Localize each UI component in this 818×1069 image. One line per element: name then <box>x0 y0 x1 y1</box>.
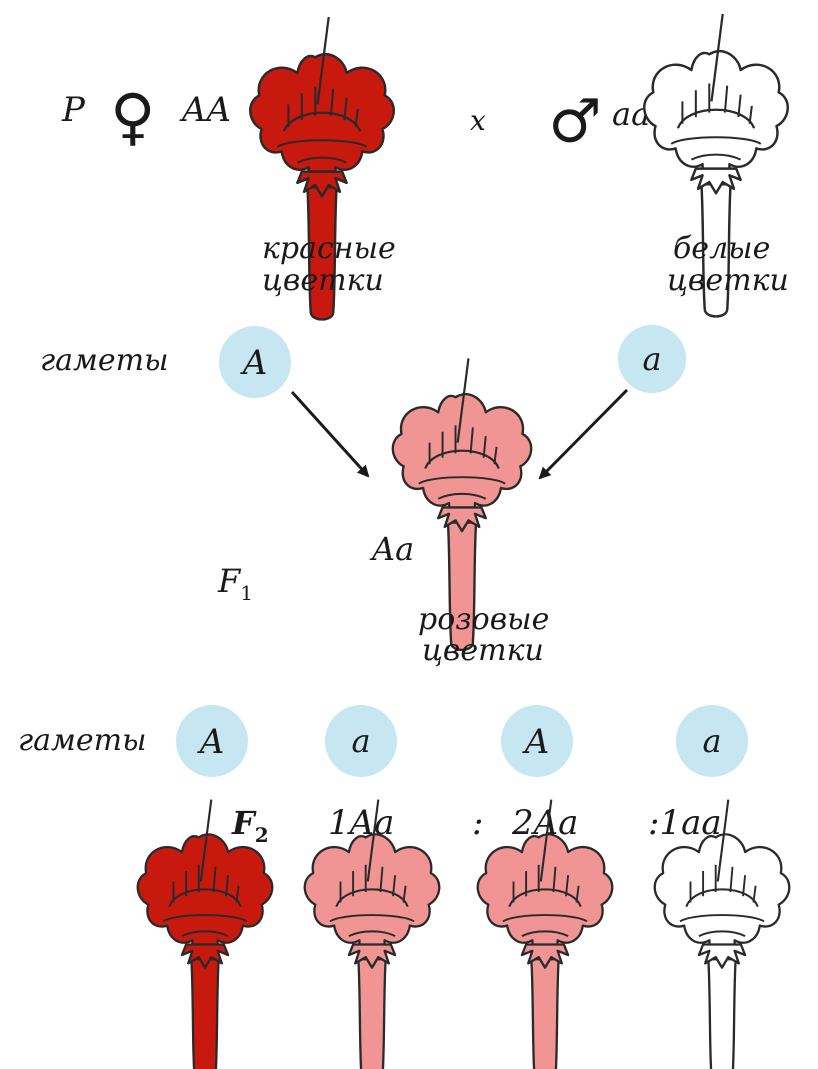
flower-collar <box>691 169 740 194</box>
gamete-allele: a <box>351 722 370 760</box>
red-flower-caption-line2: цветки <box>262 263 384 298</box>
gamete-allele: A <box>240 343 268 383</box>
female-genotype: AA <box>179 90 231 130</box>
gametes-label-row1: гаметы <box>40 343 169 378</box>
f2-ratio-item: : <box>472 803 483 843</box>
white-flower-caption-line1: белые <box>673 231 770 266</box>
f2-label-subscript: 2 <box>255 823 269 847</box>
parent-generation-label: P <box>61 90 86 130</box>
red-flower-caption-line1: красные <box>262 231 396 266</box>
female-symbol: ♀ <box>110 80 155 153</box>
f1-caption-line1: розовые <box>418 602 549 637</box>
flower-collar <box>522 945 568 968</box>
flower-collar <box>182 945 228 968</box>
gametes-label-row2: гаметы <box>18 723 147 758</box>
f1-label: F1 <box>217 562 253 605</box>
male-symbol: ♂ <box>548 87 602 157</box>
flower-collar <box>349 945 395 968</box>
flower-f2-2 <box>305 800 440 1069</box>
flower-f2-3 <box>478 800 613 1069</box>
flower-tube <box>531 959 558 1069</box>
gamete-allele: A <box>522 722 550 762</box>
flower-collar <box>297 172 346 197</box>
flower-tube <box>358 959 385 1069</box>
arrow-to-f1-left <box>292 392 368 476</box>
gamete-allele: a <box>642 340 661 378</box>
f1-genotype: Aa <box>369 530 414 568</box>
flower-tube <box>191 959 218 1069</box>
gamete-allele: a <box>702 722 721 760</box>
cross-symbol: x <box>470 104 486 137</box>
f1-label-subscript: 1 <box>240 581 253 605</box>
gamete-allele: A <box>197 722 225 762</box>
flower-collar <box>699 945 745 968</box>
f2-label: F2 <box>231 804 269 847</box>
flower-collar <box>438 507 486 531</box>
f1-caption-line2: цветки <box>422 633 544 668</box>
arrow-to-f1-right <box>540 390 627 478</box>
white-flower-caption-line2: цветки <box>667 263 789 298</box>
flower-tube <box>708 959 735 1069</box>
